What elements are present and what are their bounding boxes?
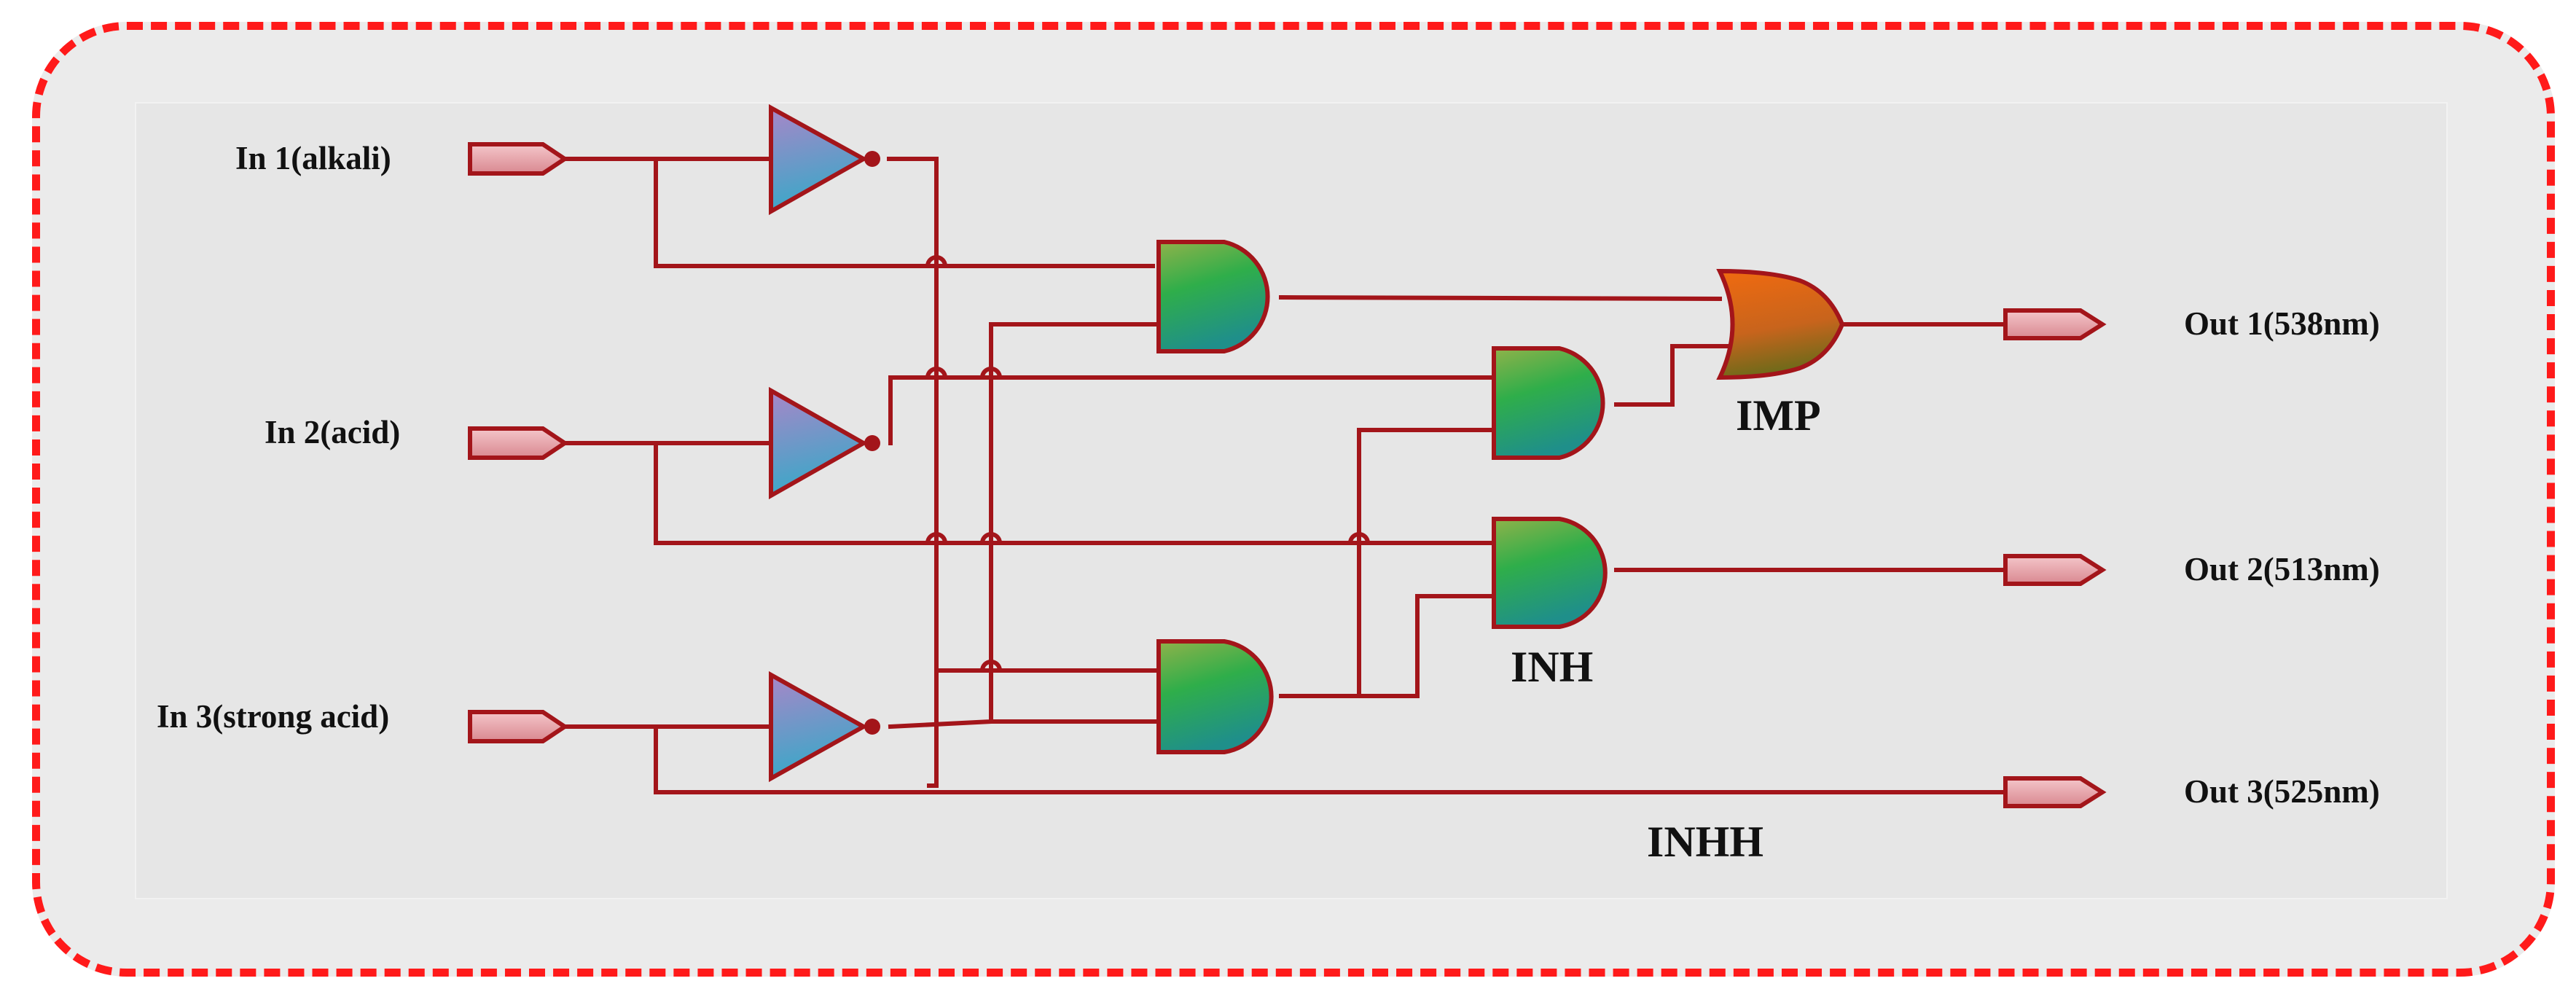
output-label-2: Out 2(513nm) bbox=[2184, 551, 2380, 587]
and-gate-1 bbox=[1156, 240, 1270, 353]
wire-and4-out bbox=[1279, 428, 1496, 698]
output-label-3: Out 3(525nm) bbox=[2184, 773, 2380, 810]
wire-crossings bbox=[925, 255, 1371, 673]
crossing bbox=[979, 367, 1003, 380]
gate-label-inhh: INHH bbox=[1647, 818, 1763, 866]
wire-not1-out bbox=[887, 157, 939, 788]
wire-in1-branch bbox=[654, 157, 1155, 268]
crossing bbox=[925, 255, 948, 269]
input-port-3 bbox=[468, 710, 569, 743]
crossing bbox=[1347, 532, 1371, 546]
crossing bbox=[979, 660, 1003, 673]
not-gate-1 bbox=[769, 103, 880, 216]
input-port-2 bbox=[468, 426, 569, 460]
not-gate-2 bbox=[769, 386, 880, 500]
and-gate-2 bbox=[1492, 346, 1605, 460]
input-label-2: In 2(acid) bbox=[265, 414, 400, 450]
crossing bbox=[925, 367, 948, 380]
wire-and1-out bbox=[1278, 294, 1723, 302]
wire-in2-branch bbox=[654, 441, 1496, 545]
wire-not2-out bbox=[888, 375, 1496, 445]
crossing bbox=[979, 532, 1003, 546]
output-port-3 bbox=[2003, 776, 2107, 808]
input-label-3: In 3(strong acid) bbox=[157, 698, 389, 735]
wire-in3-branch bbox=[654, 724, 2006, 794]
not-gate-3 bbox=[769, 671, 880, 783]
wire-and4-to-and3 bbox=[1357, 594, 1496, 698]
input-port-1 bbox=[468, 142, 569, 176]
output-label-1: Out 1(538nm) bbox=[2184, 305, 2380, 342]
and-gate-4 bbox=[1156, 639, 1274, 754]
wire-not3-out bbox=[888, 322, 1161, 730]
output-port-1 bbox=[2003, 308, 2107, 340]
input-label-1: In 1(alkali) bbox=[235, 140, 391, 176]
wires bbox=[559, 157, 2006, 794]
output-port-2 bbox=[2003, 554, 2107, 586]
crossing bbox=[925, 532, 948, 546]
and-gate-3 bbox=[1492, 517, 1608, 629]
gate-label-imp: IMP bbox=[1736, 391, 1821, 439]
diagram-panel bbox=[135, 102, 2448, 899]
or-gate bbox=[1716, 268, 1845, 380]
wire-and2-out bbox=[1614, 344, 1729, 407]
gate-label-inh: INH bbox=[1511, 643, 1593, 691]
